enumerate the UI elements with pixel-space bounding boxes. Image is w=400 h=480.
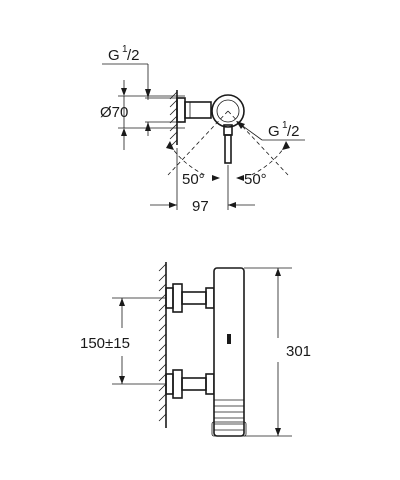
top-view: G 1 /2 Ø70 G 1 /2 50° 50° — [100, 44, 305, 215]
wall-hatch-front — [158, 262, 167, 428]
lower-connection — [165, 369, 215, 399]
spacing-label: 150±15 — [80, 335, 130, 352]
diameter-label: Ø70 — [100, 104, 128, 121]
mixer-body-top — [211, 94, 245, 164]
angle-labels: 50° 50° — [182, 171, 267, 188]
thread-label-right: G — [268, 123, 280, 140]
thread-fraction-num-left: 1 — [122, 44, 128, 55]
thread-fraction-num-right: 1 — [282, 120, 288, 131]
angle-right-label: 50° — [244, 171, 267, 188]
spacing-dim: 150±15 — [80, 297, 166, 385]
angle-left-label: 50° — [182, 171, 205, 188]
upper-connection — [165, 283, 215, 313]
wall-hatch-top — [169, 90, 178, 148]
thread-dim-right: G 1 /2 — [236, 120, 305, 141]
rotation-arcs — [166, 110, 290, 176]
thread-fraction-den-right: /2 — [287, 123, 300, 140]
width-label: 97 — [192, 198, 209, 215]
width-dim: 97 — [150, 148, 255, 215]
front-view: 150±15 301 — [80, 262, 311, 437]
thread-fraction-den-left: /2 — [127, 47, 140, 64]
diameter-dim: Ø70 — [100, 80, 185, 150]
thread-dim-left: G 1 /2 — [102, 44, 177, 136]
height-label: 301 — [286, 343, 311, 360]
thermostat-body — [211, 267, 247, 437]
height-dim: 301 — [244, 267, 311, 437]
wall-connection-top — [176, 97, 212, 123]
thread-label-left: G — [108, 47, 120, 64]
